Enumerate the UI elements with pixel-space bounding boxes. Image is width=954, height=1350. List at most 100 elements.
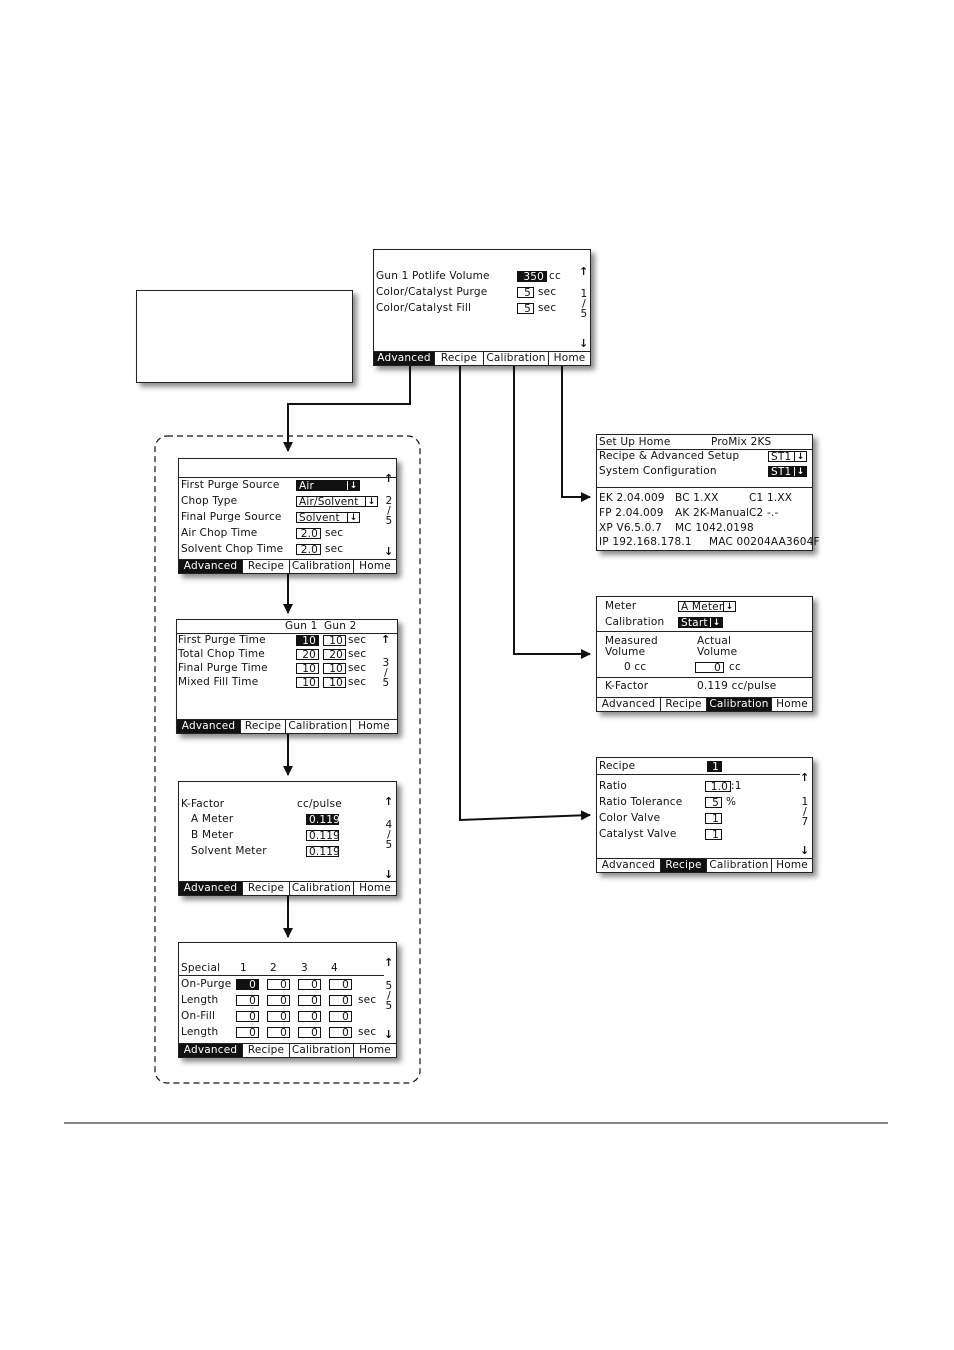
solvent-meter-field[interactable]: 0.119 <box>306 846 340 858</box>
tab-home[interactable]: Home <box>350 720 397 733</box>
page-slash: / <box>582 298 586 310</box>
fill-length-1[interactable]: 0 <box>236 1027 259 1039</box>
measured-volume-label: Volume <box>605 646 646 658</box>
on-purge-3[interactable]: 0 <box>298 979 321 991</box>
color-fill-field[interactable]: 5 <box>517 303 534 315</box>
scroll-up-icon[interactable]: ↑ <box>579 265 589 278</box>
tab-recipe[interactable]: Recipe <box>242 1044 289 1057</box>
tab-calibration[interactable]: Calibration <box>483 352 548 365</box>
scroll-down-icon[interactable]: ↓ <box>384 1028 394 1041</box>
on-fill-1[interactable]: 0 <box>236 1011 259 1023</box>
tab-calibration[interactable]: Calibration <box>706 698 771 711</box>
tab-recipe[interactable]: Recipe <box>242 560 289 573</box>
scroll-down-icon[interactable]: ↓ <box>800 844 810 857</box>
tab-calibration[interactable]: Calibration <box>285 720 350 733</box>
scroll-up-icon[interactable]: ↑ <box>384 956 394 969</box>
tab-advanced[interactable]: Advanced <box>179 1044 242 1057</box>
tab-home[interactable]: Home <box>353 1044 396 1057</box>
color-purge-field[interactable]: 5 <box>517 287 534 299</box>
system-configuration-label: System Configuration <box>599 465 717 477</box>
final-purge-source-select[interactable]: Solvent ↓ <box>296 512 360 524</box>
tab-recipe[interactable]: Recipe <box>660 859 706 872</box>
chop-type-select[interactable]: Air/Solvent ↓ <box>296 496 378 508</box>
ratio-tolerance-field[interactable]: 5 <box>705 797 722 809</box>
tab-recipe[interactable]: Recipe <box>660 698 706 711</box>
on-fill-2[interactable]: 0 <box>267 1011 290 1023</box>
fill-length-2[interactable]: 0 <box>267 1027 290 1039</box>
first-purge-source-select[interactable]: Air ↓ <box>296 480 360 492</box>
air-chop-time-field[interactable]: 2.0 <box>296 528 321 540</box>
tab-calibration[interactable]: Calibration <box>289 560 353 573</box>
meter-select[interactable]: A Meter ↓ <box>678 601 736 613</box>
tab-calibration[interactable]: Calibration <box>289 1044 353 1057</box>
color-valve-field[interactable]: 1 <box>705 813 722 825</box>
tab-calibration[interactable]: Calibration <box>706 859 771 872</box>
gun2-header: Gun 2 <box>324 620 357 632</box>
tab-recipe[interactable]: Recipe <box>242 882 289 895</box>
scroll-down-icon[interactable]: ↓ <box>384 868 394 881</box>
chevron-down-icon: ↓ <box>365 497 377 507</box>
scroll-up-icon[interactable]: ↑ <box>800 771 810 784</box>
tab-advanced[interactable]: Advanced <box>177 720 240 733</box>
recipe-advanced-setup-select[interactable]: ST1 ↓ <box>768 451 807 463</box>
col-1-header: 1 <box>240 962 247 974</box>
page-slash: / <box>384 667 388 679</box>
final-purge-time-gun2[interactable]: 10 <box>323 663 346 675</box>
ratio-field[interactable]: 1.0 <box>705 781 731 793</box>
chevron-down-icon: ↓ <box>723 602 735 612</box>
solvent-chop-time-field[interactable]: 2.0 <box>296 544 321 556</box>
scroll-up-icon[interactable]: ↑ <box>384 472 394 485</box>
first-purge-time-gun1[interactable]: 10 <box>296 635 319 647</box>
tab-recipe[interactable]: Recipe <box>434 352 483 365</box>
a-meter-field[interactable]: 0.119 <box>306 814 340 826</box>
on-purge-2[interactable]: 0 <box>267 979 290 991</box>
calibration-value: Start <box>681 617 708 629</box>
mixed-fill-time-gun1[interactable]: 10 <box>296 677 319 689</box>
mixed-fill-time-gun2[interactable]: 10 <box>323 677 346 689</box>
on-fill-4[interactable]: 0 <box>329 1011 352 1023</box>
tab-advanced[interactable]: Advanced <box>179 560 242 573</box>
on-purge-1[interactable]: 0 <box>236 979 259 991</box>
purge-length-3[interactable]: 0 <box>298 995 321 1007</box>
potlife-field[interactable]: 350 <box>517 271 547 283</box>
purge-length-4[interactable]: 0 <box>329 995 352 1007</box>
tab-home[interactable]: Home <box>353 560 396 573</box>
recipe-number-field[interactable]: 1 <box>707 761 722 773</box>
tab-home[interactable]: Home <box>548 352 590 365</box>
tab-home[interactable]: Home <box>353 882 396 895</box>
on-fill-3[interactable]: 0 <box>298 1011 321 1023</box>
final-purge-time-gun1[interactable]: 10 <box>296 663 319 675</box>
page-number: 3 <box>382 657 390 669</box>
fill-length-3[interactable]: 0 <box>298 1027 321 1039</box>
tab-calibration[interactable]: Calibration <box>289 882 353 895</box>
purge-length-1[interactable]: 0 <box>236 995 259 1007</box>
tab-home[interactable]: Home <box>771 698 812 711</box>
tab-advanced[interactable]: Advanced <box>179 882 242 895</box>
total-chop-time-gun1[interactable]: 20 <box>296 649 319 661</box>
tab-bar: Advanced Recipe Calibration Home <box>597 697 812 711</box>
connector-home <box>561 364 591 502</box>
calibration-select[interactable]: Start ↓ <box>678 617 723 629</box>
scroll-down-icon[interactable]: ↓ <box>579 337 589 350</box>
purge-length-2[interactable]: 0 <box>267 995 290 1007</box>
total-chop-time-gun2[interactable]: 20 <box>323 649 346 661</box>
catalyst-valve-field[interactable]: 1 <box>705 829 722 841</box>
first-purge-time-gun2[interactable]: 10 <box>323 635 346 647</box>
on-purge-4[interactable]: 0 <box>329 979 352 991</box>
fill-length-4[interactable]: 0 <box>329 1027 352 1039</box>
b-meter-field[interactable]: 0.119 <box>306 830 340 842</box>
page-number: 5 <box>385 980 393 992</box>
actual-volume-field[interactable]: 0 <box>695 662 724 674</box>
tab-advanced[interactable]: Advanced <box>601 859 656 871</box>
tab-advanced[interactable]: Advanced <box>374 352 434 365</box>
setup-home-title: Set Up Home <box>599 436 671 448</box>
scroll-down-icon[interactable]: ↓ <box>384 545 394 558</box>
scroll-up-icon[interactable]: ↑ <box>381 633 391 646</box>
scroll-up-icon[interactable]: ↑ <box>384 795 394 808</box>
tab-home[interactable]: Home <box>771 859 812 872</box>
tab-recipe[interactable]: Recipe <box>240 720 285 733</box>
fill-length-label: Length <box>181 1026 219 1038</box>
page-number: 1 <box>580 288 588 300</box>
system-configuration-select[interactable]: ST1 ↓ <box>768 466 807 478</box>
tab-advanced[interactable]: Advanced <box>601 698 656 710</box>
